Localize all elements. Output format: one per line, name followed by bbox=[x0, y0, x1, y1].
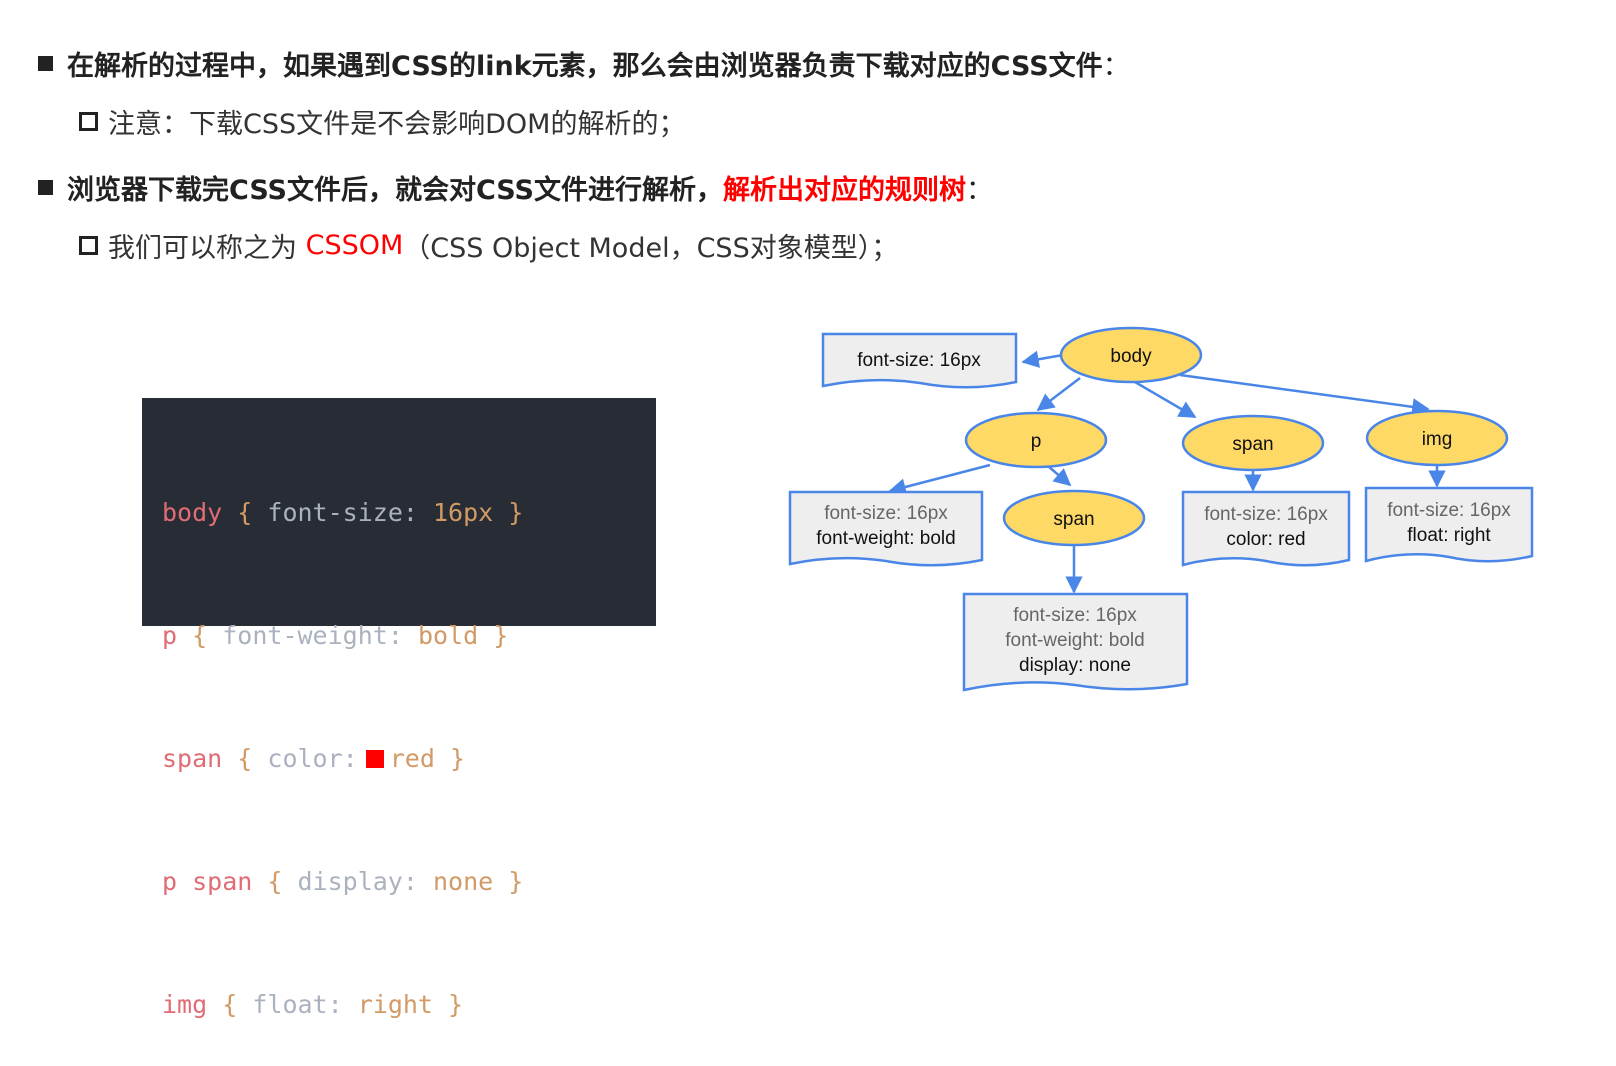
span-box-line: color: red bbox=[1226, 529, 1305, 550]
cssom-highlight: CSSOM bbox=[305, 230, 404, 261]
tree-nodes bbox=[964, 326, 1509, 547]
code-property: font-size: bbox=[267, 498, 418, 527]
node-img-label: img bbox=[1422, 429, 1453, 450]
p-box-line: font-weight: bold bbox=[816, 528, 955, 549]
hollow-square-icon bbox=[79, 112, 98, 131]
bullet-1: 在解析的过程中，如果遇到CSS的link元素，那么会由浏览器负责下载对应的CSS… bbox=[38, 44, 1130, 83]
node-span-top bbox=[1181, 414, 1325, 472]
edge-body-to-p bbox=[1036, 377, 1081, 412]
span-style-box bbox=[1181, 490, 1351, 567]
code-selector: p span bbox=[162, 867, 253, 896]
code-property: font-weight: bbox=[222, 621, 403, 650]
nested-box-line: font-size: 16px bbox=[1013, 605, 1137, 626]
nested-span-style-box bbox=[962, 592, 1189, 692]
span-box-line: font-size: 16px bbox=[1204, 504, 1328, 525]
img-box-line: float: right bbox=[1407, 525, 1491, 546]
hollow-square-icon bbox=[79, 236, 98, 255]
bullet-1-sub: 注意：下载CSS文件是不会影响DOM的解析的； bbox=[79, 102, 685, 141]
bullet-2-highlight: 解析出对应的规则树 bbox=[723, 175, 966, 206]
bullet-2-sub-prefix: 我们可以称之为 bbox=[108, 233, 306, 264]
bullet-square-icon bbox=[38, 56, 53, 71]
code-value: 16px bbox=[432, 498, 494, 527]
bullet-1-colon: ： bbox=[1102, 51, 1130, 82]
body-style-box bbox=[821, 332, 1018, 389]
nested-box-line: display: none bbox=[1019, 655, 1131, 676]
img-style-box bbox=[1364, 486, 1534, 563]
node-body-label: body bbox=[1110, 346, 1152, 367]
edge-body-to-box bbox=[1021, 350, 1064, 368]
tree-edges bbox=[888, 350, 1446, 594]
code-value: bold bbox=[417, 621, 479, 650]
node-img bbox=[1365, 409, 1509, 467]
edge-p-to-span bbox=[1047, 465, 1072, 487]
code-line-body: body { font-size: 16px } bbox=[162, 492, 656, 533]
code-line-p: p { font-weight: bold } bbox=[162, 615, 656, 656]
code-open-brace: { bbox=[222, 990, 238, 1019]
code-line-p-span: p span { display: none } bbox=[162, 861, 656, 902]
code-property: color: bbox=[267, 744, 358, 773]
property-boxes bbox=[788, 332, 1534, 692]
bullet-2-sub-suffix: （CSS Object Model，CSS对象模型）； bbox=[403, 233, 899, 264]
bullet-square-icon bbox=[38, 180, 53, 195]
edge-p-to-box bbox=[888, 463, 991, 496]
bullet-1-sub-text: 注意：下载CSS文件是不会影响DOM的解析的； bbox=[108, 109, 686, 140]
bullet-1-text: 在解析的过程中，如果遇到CSS的link元素，那么会由浏览器负责下载对应的CSS… bbox=[67, 51, 1103, 82]
code-open-brace: { bbox=[237, 744, 253, 773]
red-color-swatch-icon bbox=[363, 747, 386, 770]
bullet-2-colon: ： bbox=[966, 175, 993, 206]
code-value: red bbox=[389, 744, 435, 773]
bullet-2: 浏览器下载完CSS文件后，就会对CSS文件进行解析，解析出对应的规则树： bbox=[38, 168, 993, 207]
code-property: float: bbox=[252, 990, 343, 1019]
code-line-img: img { float: right } bbox=[162, 984, 656, 1025]
code-selector: img bbox=[162, 990, 208, 1019]
code-close-brace: } bbox=[448, 990, 464, 1019]
bullet-2-text: 浏览器下载完CSS文件后，就会对CSS文件进行解析， bbox=[67, 175, 723, 206]
cssom-tree-diagram: body p span img span font-size: 16px fon… bbox=[788, 326, 1534, 692]
nested-box-line: font-weight: bold bbox=[1005, 630, 1144, 651]
code-open-brace: { bbox=[267, 867, 283, 896]
edge-body-to-span bbox=[1134, 380, 1197, 419]
code-close-brace: } bbox=[449, 744, 465, 773]
node-p-label: p bbox=[1031, 431, 1042, 452]
code-selector: span bbox=[162, 744, 223, 773]
code-close-brace: } bbox=[508, 498, 524, 527]
code-open-brace: { bbox=[237, 498, 253, 527]
p-style-box bbox=[788, 490, 984, 567]
code-value: right bbox=[357, 990, 433, 1019]
node-span-nested-label: span bbox=[1053, 509, 1094, 530]
node-span-top-label: span bbox=[1232, 434, 1273, 455]
p-box-line: font-size: 16px bbox=[824, 503, 948, 524]
edge-body-to-img bbox=[1179, 373, 1430, 416]
node-p bbox=[964, 411, 1108, 469]
code-open-brace: { bbox=[192, 621, 208, 650]
node-body bbox=[1059, 326, 1203, 384]
code-selector: body bbox=[162, 498, 223, 527]
bullet-2-sub: 我们可以称之为 CSSOM（CSS Object Model，CSS对象模型）； bbox=[79, 226, 898, 265]
code-selector: p bbox=[162, 621, 178, 650]
node-span-nested bbox=[1002, 489, 1146, 547]
code-close-brace: } bbox=[508, 867, 524, 896]
code-line-span: span { color: red } bbox=[162, 738, 656, 779]
body-box-line: font-size: 16px bbox=[857, 350, 981, 371]
code-close-brace: } bbox=[493, 621, 509, 650]
code-value: none bbox=[432, 867, 494, 896]
img-box-line: font-size: 16px bbox=[1387, 500, 1511, 521]
code-property: display: bbox=[297, 867, 418, 896]
